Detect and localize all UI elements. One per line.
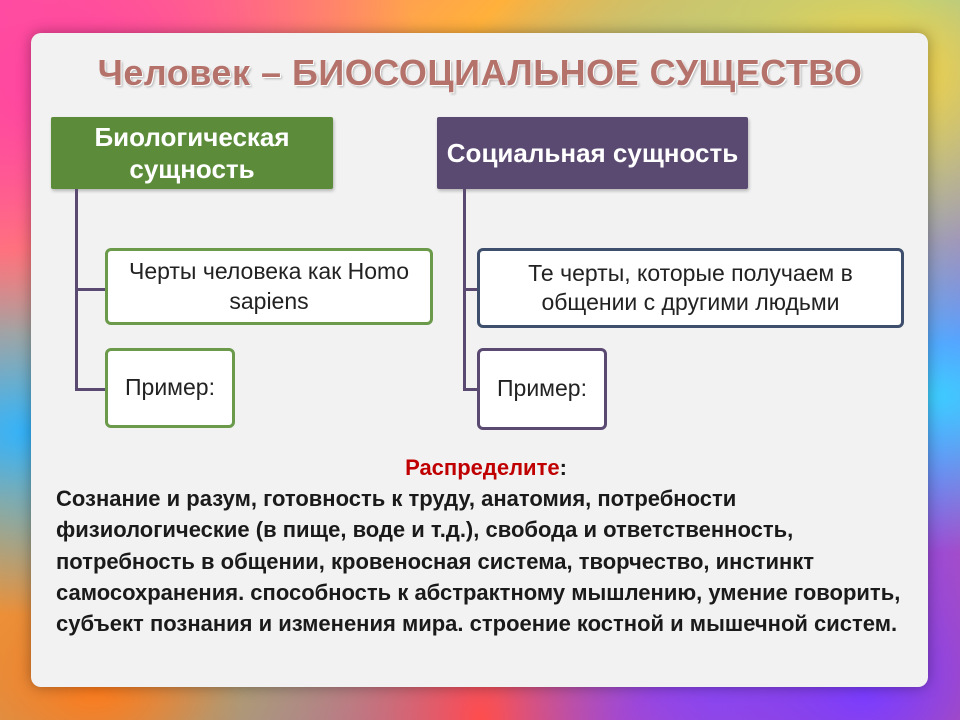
social-traits-box: Те черты, которые получаем в общении с д… [477,248,904,328]
slide-title: Человек – БИОСОЦИАЛЬНОЕ СУЩЕСТВО [97,52,863,93]
distribute-header: Распределите: [56,452,916,483]
distribute-text: Сознание и разум, готовность к труду, ан… [56,486,901,637]
biological-traits-box: Черты человека как Homo sapiens [105,248,433,325]
biological-example-box: Пример: [105,348,235,428]
distribute-task: Распределите: Сознание и разум, готовнос… [56,452,916,639]
social-heading: Социальная сущность [437,117,748,189]
bio-connector-example [75,388,105,391]
biological-heading: Биологическая сущность [51,117,333,189]
distribute-colon: : [559,455,567,480]
bio-connector-traits [75,288,105,291]
soc-connector-example [463,388,477,391]
distribute-label: Распределите [405,455,560,480]
social-example-box: Пример: [477,348,607,430]
soc-connector-traits [463,288,477,291]
